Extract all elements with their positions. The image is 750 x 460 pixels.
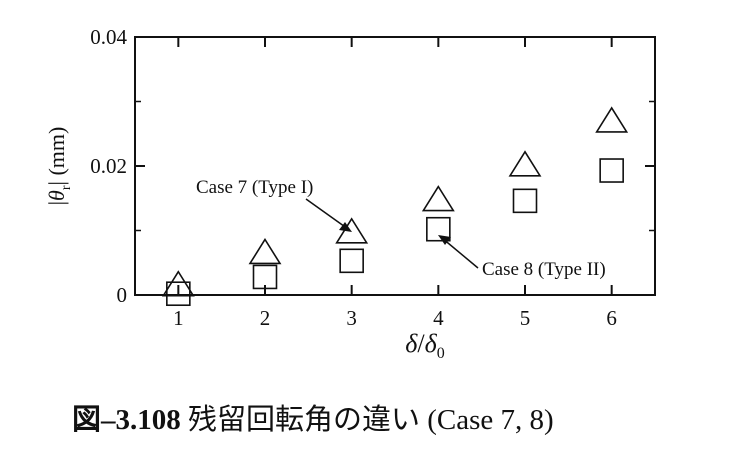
triangle-marker bbox=[161, 270, 195, 297]
triangle-marker bbox=[508, 150, 542, 177]
square-marker bbox=[166, 281, 191, 307]
square-marker bbox=[252, 264, 278, 290]
x-axis-label: δ/δ0 bbox=[405, 329, 444, 362]
annotation-case-8-leader bbox=[441, 237, 479, 269]
triangle-marker bbox=[248, 237, 282, 265]
square-marker bbox=[599, 158, 624, 183]
y-axis-label: |θr| (mm) bbox=[44, 127, 74, 206]
triangle-marker bbox=[421, 185, 455, 212]
annotation-case-8: Case 8 (Type II) bbox=[482, 259, 606, 280]
y-tick-label: 0 bbox=[117, 283, 128, 307]
square-marker bbox=[339, 248, 364, 274]
x-tick-label: 2 bbox=[260, 306, 271, 330]
square-marker bbox=[512, 188, 538, 214]
triangle-marker bbox=[335, 217, 369, 244]
square-marker bbox=[426, 216, 451, 242]
figure-caption: 図–3.108 残留回転角の違い (Case 7, 8) bbox=[72, 403, 554, 436]
plot-frame bbox=[134, 36, 656, 296]
y-tick-label: 0.04 bbox=[90, 25, 127, 49]
annotation-case-7: Case 7 (Type I) bbox=[196, 177, 313, 198]
x-tick-label: 4 bbox=[433, 306, 444, 330]
triangle-marker bbox=[595, 106, 629, 133]
x-tick-label: 3 bbox=[346, 306, 357, 330]
y-axis-ticks: 0 0.02 0.04 bbox=[90, 25, 655, 307]
annotation-case-7-arrowhead bbox=[339, 222, 352, 232]
x-tick-label: 1 bbox=[173, 306, 184, 330]
x-axis-ticks: 1 2 3 4 5 6 bbox=[173, 37, 617, 330]
annotation-case-7-leader bbox=[305, 198, 349, 230]
data-markers bbox=[161, 106, 629, 307]
y-tick-label: 0.02 bbox=[90, 154, 127, 178]
x-tick-label: 5 bbox=[520, 306, 531, 330]
annotation-case-8-arrowhead bbox=[438, 235, 451, 245]
x-tick-label: 6 bbox=[606, 306, 617, 330]
